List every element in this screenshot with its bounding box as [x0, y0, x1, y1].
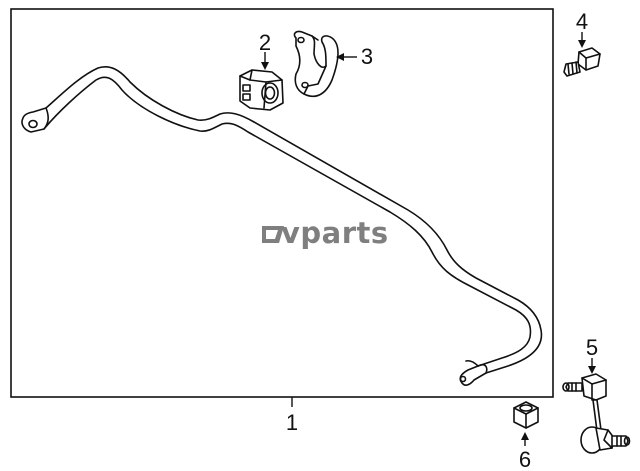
bushing-bracket[interactable] [293, 30, 339, 98]
nut[interactable] [513, 401, 539, 429]
callout-3: 3 [361, 44, 373, 69]
bushing[interactable] [239, 69, 284, 111]
stabilizer-bar[interactable] [21, 66, 543, 386]
callout-2-arrow [261, 52, 269, 70]
callout-6-arrow [521, 432, 529, 446]
callout-3-arrow [336, 53, 357, 61]
stabilizer-link[interactable] [562, 373, 631, 454]
watermark-logo: vparts [262, 216, 389, 250]
callout-4: 4 [576, 9, 588, 34]
callout-2: 2 [259, 30, 271, 55]
watermark-text: vparts [281, 216, 389, 250]
callout-1: 1 [286, 410, 298, 435]
callout-5-arrow [588, 358, 596, 374]
watermark-logo-mark [262, 226, 284, 243]
bolt[interactable] [563, 47, 601, 77]
callout-4-arrow [578, 32, 586, 48]
callout-5: 5 [586, 335, 598, 360]
assembly-frame [10, 8, 554, 398]
callout-6: 6 [519, 447, 531, 471]
